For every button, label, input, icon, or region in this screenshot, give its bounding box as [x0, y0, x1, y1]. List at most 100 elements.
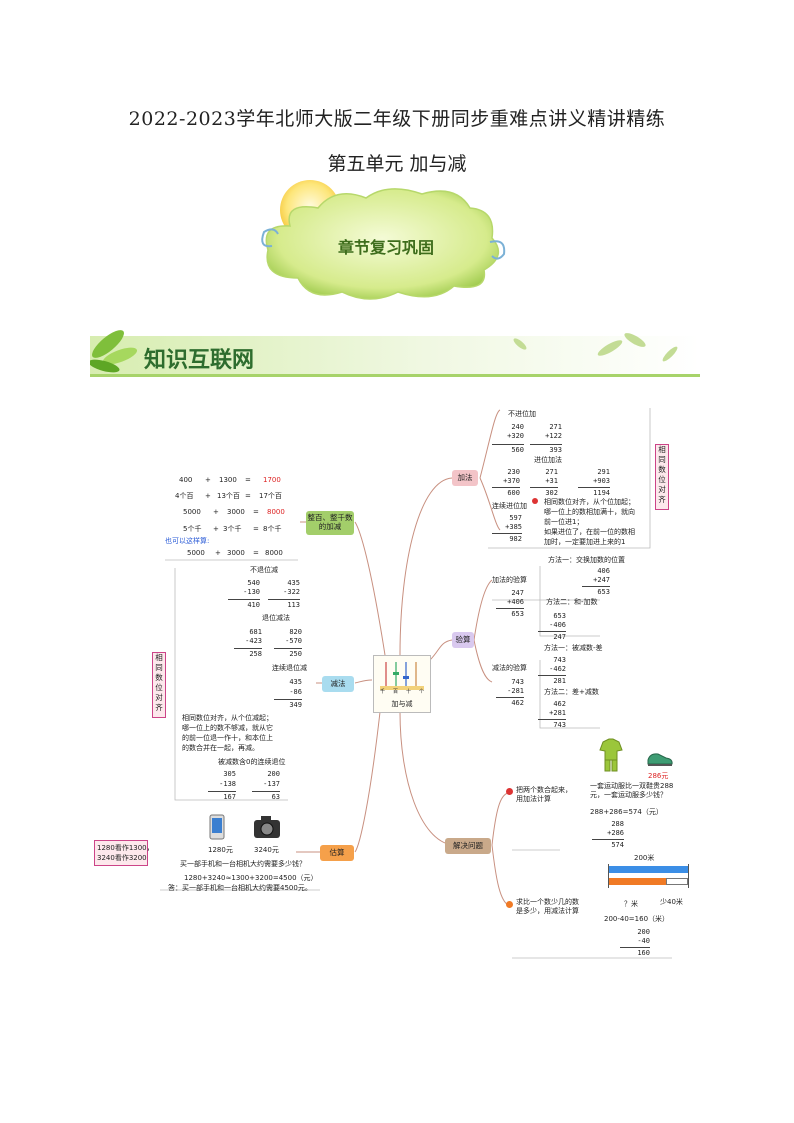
estimate-note-line: 1280看作1300， [97, 844, 154, 852]
calc-line: 435 [287, 579, 300, 587]
calc-line: +247 [593, 576, 610, 584]
calc-result: 653 [582, 586, 610, 596]
leaf-decoration-icon [513, 333, 678, 362]
calc-result: 982 [492, 533, 522, 543]
check-method-label: 方法二：和-加数 [546, 598, 598, 606]
hundreds-unit: 8个千 [263, 525, 282, 533]
no-carry-title: 不进位加 [508, 410, 536, 418]
hundreds-result: 1700 [263, 476, 281, 484]
calc-line: 305 [223, 770, 236, 778]
cont-borrow-title: 连续退位减 [272, 664, 307, 672]
hundreds-op: = [253, 525, 259, 533]
calc-result: 600 [492, 487, 520, 497]
problem-one-bullet-icon [506, 788, 513, 795]
rule-line: 前一位进1； [544, 518, 584, 526]
calc-result: 247 [538, 631, 566, 641]
hundreds-value: 5000 [187, 549, 205, 557]
hundreds-unit: 3个千 [223, 525, 242, 533]
hundreds-op: + [213, 525, 219, 533]
total-bar [608, 866, 688, 873]
calc-line: 230 [507, 468, 520, 476]
bar-tick [608, 864, 609, 888]
hundreds-unit: 13个百 [217, 492, 240, 500]
calc-result: 250 [274, 648, 302, 658]
check-block: 加法的验算 247 +406 653 方法一：交换加数的位置 406 +247 … [490, 554, 650, 732]
calc-line: +903 [593, 477, 610, 485]
section-banner-graphic [90, 330, 700, 377]
calc-line: 540 [247, 579, 260, 587]
abacus-label-hundreds: 百 [392, 689, 398, 695]
center-label: 加与减 [391, 700, 413, 708]
estimate-question: 买一部手机和一台相机大约需要多少钱？ [180, 860, 306, 868]
check-method-label: 方法一：被减数-差 [544, 644, 603, 652]
hundreds-alt-note: 也可以这样算: [165, 537, 210, 545]
calc-result: 302 [530, 487, 558, 497]
branch-subtraction: 减法 [322, 676, 354, 692]
calc-line: 681 [249, 628, 262, 636]
calc-line: 240 [511, 423, 524, 431]
calc-line: 435 [289, 678, 302, 686]
calc-result: 743 [538, 719, 566, 729]
problem-one-question: 一套运动服比一双鞋贵288 [590, 782, 674, 790]
calc-line: -138 [219, 780, 236, 788]
phone-price: 1280元 [208, 846, 233, 854]
calc-result: 574 [592, 839, 624, 849]
abacus-label-ones: 个 [418, 689, 424, 695]
check-method-label: 方法一：交换加数的位置 [548, 556, 625, 564]
calc-line: 288 [611, 820, 624, 828]
calc-line: 200 [267, 770, 280, 778]
subtraction-block: 不退位减 540 -130 410 435 -322 113 退位减法 681 … [178, 562, 307, 802]
document-title: 2022-2023学年北师大版二年级下册同步重难点讲义精讲精练 [128, 108, 666, 130]
rule-line: 如果进位了，在前一位的数相 [544, 528, 635, 536]
less-bar [608, 878, 666, 885]
hundreds-unit: 17个百 [259, 492, 282, 500]
calc-line: +320 [507, 432, 524, 440]
estimate-answer: 答：买一部手机和一台相机大约需要4500元。 [168, 884, 312, 892]
estimate-calc: 1280+3240≈1300+3200=4500（元） [184, 874, 318, 882]
calc-line: 743 [511, 678, 524, 686]
unit-title: 第五单元 加与减 [327, 153, 467, 175]
cont-carry-title: 连续进位加 [492, 502, 527, 510]
calc-line: +370 [503, 477, 520, 485]
calc-result: 653 [496, 608, 524, 618]
hundreds-op: + [215, 549, 221, 557]
rule-line: 的前一位退一作十，和本位上 [182, 734, 273, 742]
phone-icon [209, 814, 225, 840]
borrow-title: 退位减法 [262, 614, 290, 622]
calc-line: -462 [549, 665, 566, 673]
sub-check-title: 减法的验算 [492, 664, 527, 672]
calc-line: +286 [607, 829, 624, 837]
estimate-note-line: 3240看作3200 [97, 854, 147, 862]
rule-line: 哪一位上的数不够减，就从它 [182, 724, 273, 732]
calc-result: 560 [492, 444, 524, 454]
calc-line: -406 [549, 621, 566, 629]
carry-title: 进位加法 [534, 456, 562, 464]
camera-icon [254, 816, 280, 838]
calc-line: 462 [553, 700, 566, 708]
branch-hundreds: 整百、整千数的加减 [306, 511, 354, 535]
cloud-banner-text: 章节复习巩固 [337, 238, 434, 257]
problem-one-equation: 288+286=574（元） [590, 808, 663, 816]
branch-estimate: 估算 [320, 845, 354, 861]
hundreds-value: 3000 [227, 549, 245, 557]
calc-result: 167 [208, 791, 236, 801]
hundreds-op: = [253, 549, 259, 557]
rule-bullet-icon [532, 498, 538, 504]
calc-result: 113 [268, 599, 300, 609]
estimate-note: 1280看作1300， 3240看作3200 [94, 840, 154, 866]
calc-line: 743 [553, 656, 566, 664]
calc-line: -570 [285, 637, 302, 645]
calc-line: +122 [545, 432, 562, 440]
hundreds-op: + [205, 492, 211, 500]
calc-line: -130 [243, 588, 260, 596]
problem-two-rule: 求比一个数少几的数 [516, 898, 579, 906]
calc-result: 281 [538, 675, 566, 685]
calc-line: 291 [597, 468, 610, 476]
zero-borrow-title: 被减数含0的连续退位 [218, 758, 286, 766]
problem-two-rule: 是多少，用减法计算 [516, 907, 579, 915]
calc-result: 462 [496, 697, 524, 707]
calc-line: 247 [511, 589, 524, 597]
calc-result: 393 [530, 444, 562, 454]
center-node: 千 百 十 个 加与减 [373, 655, 431, 713]
branch-check: 验算 [452, 632, 474, 648]
